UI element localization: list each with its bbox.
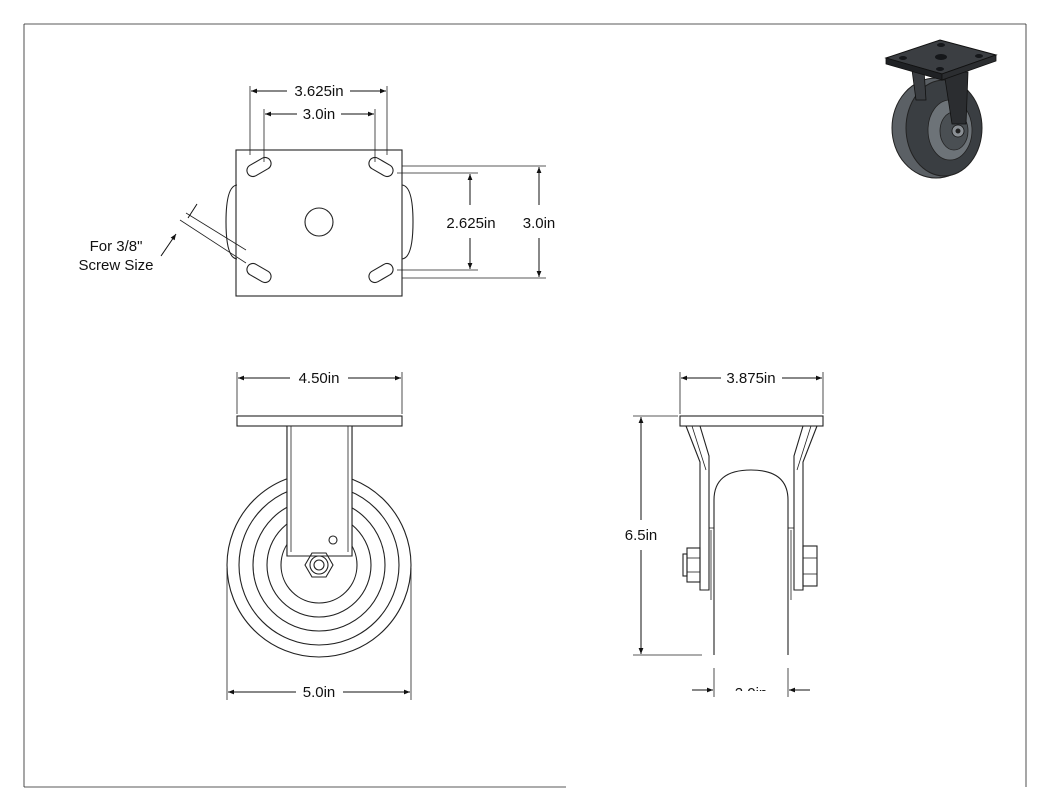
svg-text:4.50in: 4.50in (299, 370, 340, 387)
dim-wheel-width: 2.0in (692, 668, 810, 702)
side-axle-bolt (682, 545, 818, 587)
front-plate (236, 415, 403, 427)
svg-text:5.0in: 5.0in (303, 684, 336, 701)
top-view: 3.625in 3.0in 2.625in 3.0in (78, 83, 556, 297)
side-view: 3.875in 6.5in 2.0in (625, 370, 824, 702)
screw-size-note: For 3/8" Screw Size (78, 203, 247, 274)
drawing-frame (23, 23, 1027, 788)
side-fork-left (685, 425, 710, 591)
side-plate (679, 415, 824, 427)
side-fork-right (793, 425, 818, 591)
svg-text:3.0in: 3.0in (303, 106, 336, 123)
front-view: 4.50in 5.0in (226, 370, 412, 701)
dim-outer-hole-spacing: 3.625in (249, 83, 388, 155)
svg-text:2.0in: 2.0in (735, 685, 768, 702)
dim-inner-vertical: 2.625in (397, 172, 496, 271)
side-wheel (713, 469, 789, 655)
dim-front-plate-width: 4.50in (236, 370, 403, 414)
grease-fitting (328, 535, 338, 545)
dim-side-plate-width: 3.875in (679, 370, 824, 414)
axle-nut (304, 552, 334, 578)
top-plate (235, 149, 403, 297)
caster-iso-render (884, 39, 998, 179)
svg-text:3.0in: 3.0in (523, 215, 556, 232)
dim-wheel-diameter: 5.0in (226, 568, 412, 701)
dim-overall-height: 6.5in (625, 415, 702, 656)
svg-text:3.875in: 3.875in (726, 370, 775, 387)
center-hole (304, 207, 334, 237)
svg-text:Screw Size: Screw Size (78, 257, 153, 274)
dim-outer-vertical: 3.0in (402, 165, 556, 279)
svg-text:2.625in: 2.625in (446, 215, 495, 232)
svg-text:3.625in: 3.625in (294, 83, 343, 100)
svg-text:6.5in: 6.5in (625, 527, 658, 544)
mounting-slots (246, 156, 394, 284)
dim-inner-hole-spacing: 3.0in (263, 106, 376, 162)
svg-text:For 3/8": For 3/8" (90, 238, 143, 255)
